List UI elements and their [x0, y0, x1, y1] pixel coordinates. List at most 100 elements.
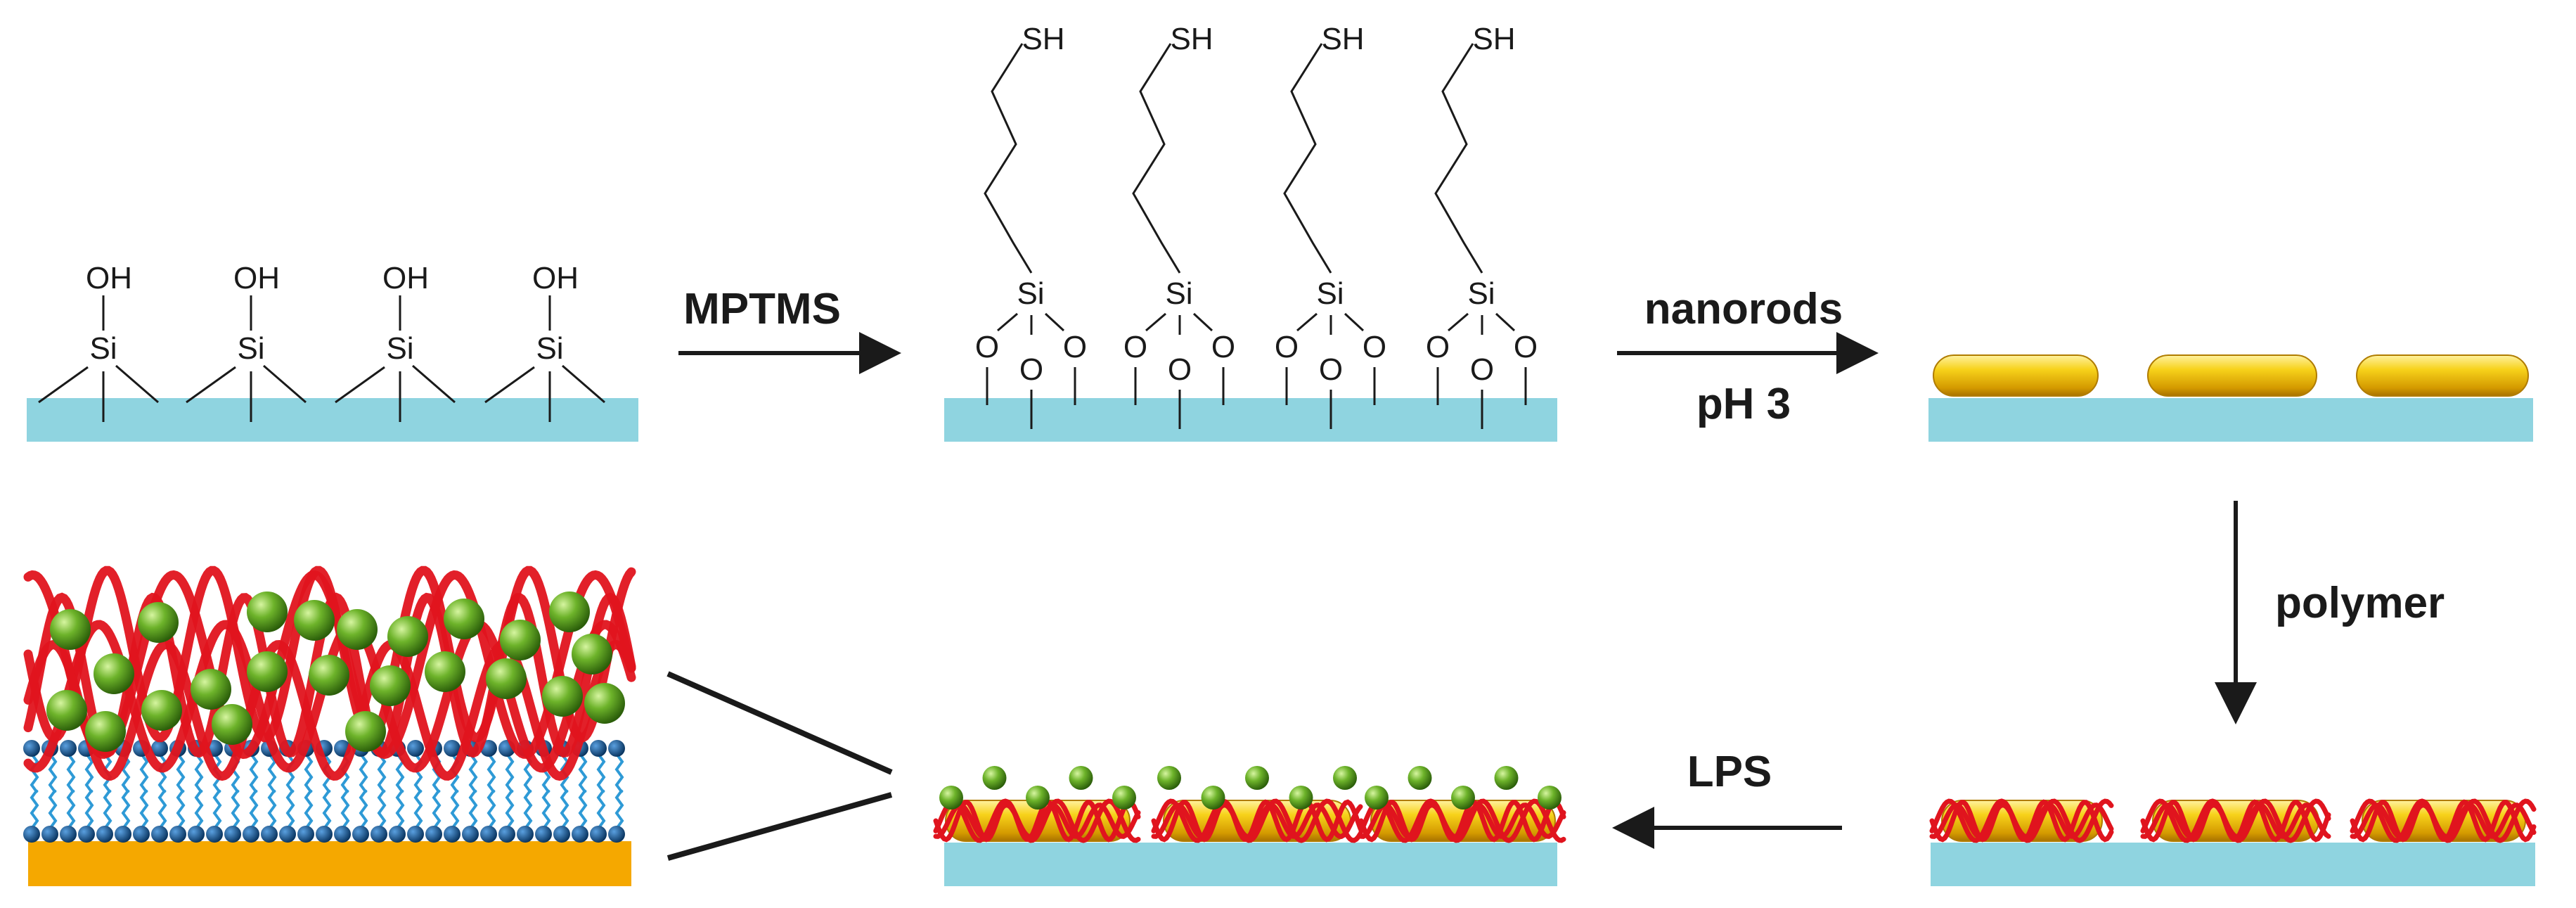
- lps-particle-icon: [1026, 786, 1050, 810]
- lps-particle-icon: [387, 616, 428, 657]
- polymer-coated-rod: [1929, 798, 2114, 843]
- lps-particle-icon: [309, 655, 349, 696]
- label-o: O: [1426, 330, 1450, 364]
- lps-particle-icon: [247, 592, 288, 632]
- lipid-head: [444, 740, 461, 757]
- polymer-chain-icon: [1151, 799, 1363, 843]
- step-nanorods: nanorods pH 3: [1617, 285, 1879, 428]
- gold-nanorod-icon: [2356, 354, 2529, 397]
- lps-particle-icon: [1069, 766, 1093, 790]
- label-si: Si: [1467, 276, 1495, 311]
- lps-particle-icon: [572, 634, 612, 674]
- lipid-tail: [450, 788, 460, 830]
- lipid-head: [334, 826, 351, 843]
- lipid-tail: [103, 788, 112, 830]
- bond-line: [186, 366, 236, 404]
- lps-particle-icon: [1201, 786, 1225, 810]
- lps-particle-icon: [500, 620, 541, 660]
- lipid-tail: [48, 788, 58, 830]
- lipid-head: [407, 826, 424, 843]
- polymer-coated-rod: [2350, 798, 2537, 843]
- lipid-head: [133, 826, 150, 843]
- bond-line: [1495, 312, 1516, 332]
- lps-particle-icon: [1451, 786, 1475, 810]
- lipid-head: [425, 826, 442, 843]
- lipid-tail: [596, 753, 606, 794]
- lipid-head: [60, 740, 77, 757]
- lps-particle-icon: [212, 704, 252, 745]
- label-oh: OH: [233, 261, 280, 295]
- lipid-head: [498, 826, 515, 843]
- lipid-head: [590, 826, 607, 843]
- lipid-head: [535, 826, 552, 843]
- label-sh: SH: [1022, 22, 1064, 56]
- lipid-tail: [285, 788, 295, 830]
- label-o: O: [1275, 330, 1299, 364]
- label-mptms: MPTMS: [683, 285, 841, 333]
- label-si: Si: [1017, 276, 1044, 311]
- label-ph: pH 3: [1696, 380, 1791, 428]
- polymer-chain-icon: [1358, 798, 1566, 843]
- gold-nanorod-icon: [2147, 354, 2317, 397]
- label-o: O: [1123, 330, 1147, 364]
- lps-particle-icon: [94, 653, 134, 694]
- lipid-head: [297, 826, 314, 843]
- polymer-chain-icon: [1929, 798, 2114, 843]
- bond-line: [1145, 312, 1166, 332]
- propyl-chain: [1132, 43, 1181, 274]
- step-lps: LPS: [1612, 748, 1842, 849]
- lipid-tail: [560, 788, 569, 830]
- lipid-tail: [432, 788, 442, 830]
- lipid-head: [590, 740, 607, 757]
- label-sh: SH: [1472, 22, 1515, 56]
- lipid-tail: [395, 788, 405, 830]
- label-o: O: [1319, 352, 1343, 387]
- label-si: Si: [89, 331, 117, 366]
- lps-particle-icons: [46, 592, 625, 752]
- lipid-head: [480, 826, 497, 843]
- label-oh: OH: [532, 261, 579, 295]
- lps-particle-icon: [486, 658, 527, 699]
- lipid-head: [371, 826, 387, 843]
- polymer-chain-icon: [933, 799, 1141, 843]
- zoom-line-lower: [666, 792, 893, 861]
- label-sh: SH: [1170, 22, 1213, 56]
- lps-particle-icon: [85, 711, 126, 752]
- glass-substrate: [1928, 398, 2533, 442]
- lipid-tail: [304, 788, 314, 830]
- label-o: O: [975, 330, 999, 364]
- lipid-bilayer-icon: [23, 740, 625, 843]
- lipid-head: [462, 826, 479, 843]
- lps-particle-icon: [141, 690, 182, 731]
- lipid-tail: [487, 788, 496, 830]
- lipid-tail: [212, 788, 222, 830]
- label-o: O: [1514, 330, 1538, 364]
- bond-line: [562, 364, 605, 404]
- lipid-tail: [157, 753, 167, 794]
- bond-line: [997, 312, 1018, 332]
- lipid-head: [188, 826, 205, 843]
- propyl-chain: [1434, 43, 1483, 274]
- polymer-coated-rod: [933, 766, 1141, 843]
- glass-substrate: [1931, 843, 2535, 886]
- lps-particle-icon: [1333, 766, 1357, 790]
- lipid-tail: [231, 788, 240, 830]
- lipid-head: [96, 826, 113, 843]
- lipid-tail: [121, 753, 131, 794]
- lipid-head: [206, 826, 223, 843]
- polymer-chain-icon: [23, 570, 636, 760]
- label-oh: OH: [86, 261, 132, 295]
- lipid-head: [407, 740, 424, 757]
- propyl-chain: [1283, 43, 1332, 274]
- lipid-tail: [359, 753, 368, 794]
- label-o: O: [1168, 352, 1192, 387]
- bond-line: [1344, 312, 1365, 332]
- lps-particle-icon: [549, 592, 590, 632]
- lipid-head: [78, 826, 95, 843]
- lps-particle-icon: [1245, 766, 1269, 790]
- silanol-group-icon: OH Si: [38, 261, 159, 422]
- polymer-chain-icon: [23, 639, 636, 781]
- lipid-head: [444, 826, 461, 843]
- lps-particle-icon: [138, 602, 179, 643]
